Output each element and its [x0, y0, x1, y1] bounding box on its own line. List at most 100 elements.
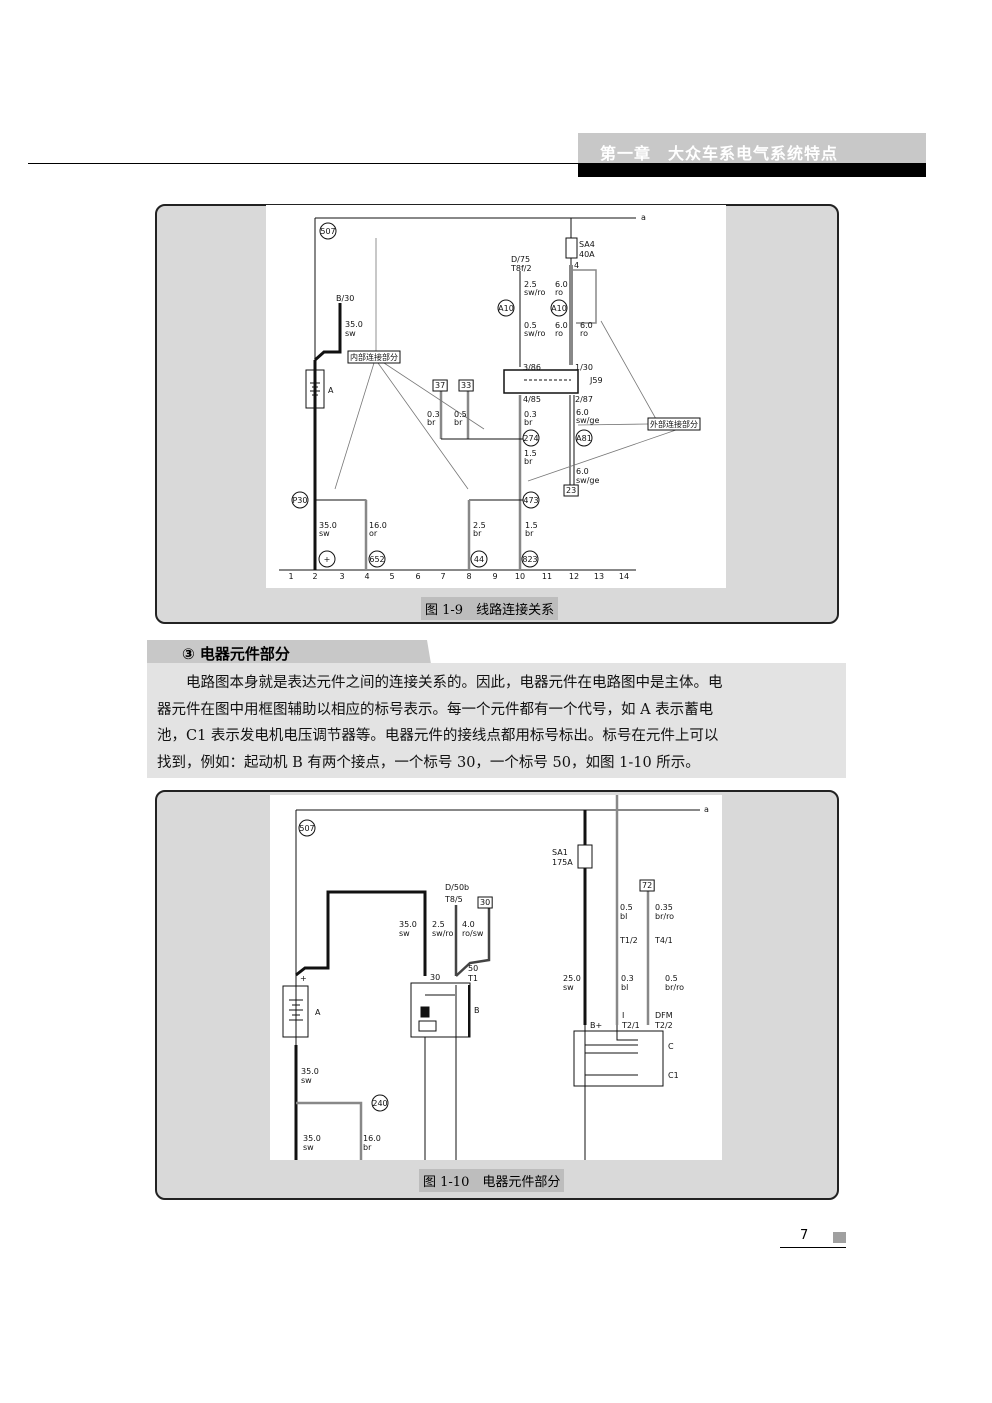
- wire-label: 1.5: [524, 449, 537, 458]
- grid-column-number: 10: [515, 572, 525, 581]
- wire-label: or: [369, 529, 378, 538]
- wire-label: T8f/2: [510, 264, 532, 273]
- terminal-box: [458, 379, 474, 392]
- connection-point-marker: [522, 429, 540, 447]
- wire-label: 40A: [579, 250, 595, 259]
- grid-column-number: 5: [389, 572, 394, 581]
- connection-point-label: A10: [498, 304, 514, 313]
- wire-label: 4: [574, 261, 579, 270]
- wire-label: 2.5: [524, 280, 537, 289]
- wire-label: sw: [563, 983, 574, 992]
- wire-label: br: [473, 529, 482, 538]
- wire-label: 6.0: [576, 408, 589, 417]
- terminal-box: [432, 379, 448, 392]
- wire-label: T2/1: [621, 1021, 640, 1030]
- wire-label: 0.3: [427, 410, 440, 419]
- wire-label: 0.5: [454, 410, 467, 419]
- wire-label: T4/1: [654, 936, 673, 945]
- terminal-box-label: 33: [461, 381, 471, 390]
- grid-column-number: 2: [312, 572, 317, 581]
- connection-point-marker: [550, 299, 568, 317]
- wire-label: br: [363, 1143, 372, 1152]
- connection-point-label: A10: [551, 304, 567, 313]
- wire-label: 3/86: [523, 363, 541, 372]
- wire-label: T1/2: [619, 936, 638, 945]
- wire-label: 0.5: [665, 974, 678, 983]
- wire-label: 0.35: [655, 903, 673, 912]
- connection-point-marker: [318, 550, 336, 568]
- wire-label: A: [328, 386, 334, 395]
- wire-label: sw/ro: [524, 329, 546, 338]
- wire-label: br/ro: [665, 983, 684, 992]
- wire-label: 35.0: [301, 1067, 319, 1076]
- terminal-box-label: 内部连接部分: [350, 352, 398, 362]
- wire-label: T1: [467, 974, 478, 983]
- grid-column-number: 6: [415, 572, 420, 581]
- header-band: [578, 133, 926, 163]
- connection-point-label: 507: [320, 227, 335, 236]
- wire-label: ro/sw: [462, 929, 484, 938]
- terminal-box-label: 30: [480, 898, 490, 907]
- terminal-box: [347, 350, 401, 364]
- wire-label: 35.0: [303, 1134, 321, 1143]
- paragraph-line: 器元件在图中用框图辅助以相应的标号表示。每一个元件都有一个代号，如 A 表示蓄电: [157, 701, 714, 718]
- paragraph-line: 电路图本身就是表达元件之间的连接关系的。因此，电器元件在电路图中是主体。电: [186, 675, 723, 691]
- wire-label: sw: [319, 529, 330, 538]
- connection-point-marker: [575, 429, 593, 447]
- wire-label: A: [315, 1008, 321, 1017]
- wire-label: 1/30: [575, 363, 593, 372]
- grid-column-number: 9: [492, 572, 497, 581]
- wire-label: br/ro: [655, 912, 674, 921]
- connection-point-label: 473: [523, 496, 538, 505]
- grid-column-number: 14: [619, 572, 629, 581]
- figure-1-caption: 图 1-9 线路连接关系: [421, 597, 559, 620]
- wire-label: br: [525, 529, 534, 538]
- figure-2-caption: 图 1-10 电器元件部分: [419, 1169, 565, 1192]
- wire-label: br: [427, 418, 436, 427]
- wire-label: ro: [555, 329, 563, 338]
- wire-label: sw/ro: [524, 288, 546, 297]
- wire-label: 30: [430, 973, 440, 982]
- grid-column-number: 1: [288, 572, 293, 581]
- wire-label: 4.0: [462, 920, 475, 929]
- wire-label: sw: [301, 1076, 312, 1085]
- connection-point-marker: [521, 550, 539, 568]
- grid-column-number: 8: [466, 572, 471, 581]
- terminal-box: [477, 896, 493, 909]
- wire-label: 6.0: [580, 321, 593, 330]
- wire-label: 2/87: [575, 395, 593, 404]
- grid-column-number: 4: [364, 572, 369, 581]
- wire-label: 2.5: [473, 521, 486, 530]
- wire-label: a: [704, 805, 709, 814]
- wire-label: 35.0: [319, 521, 337, 530]
- wire-label: br: [454, 418, 463, 427]
- wire-label: br: [524, 457, 533, 466]
- grid-column-number: 12: [569, 572, 579, 581]
- connection-point-label: A81: [576, 434, 592, 443]
- connection-point-label: P30: [292, 496, 307, 505]
- wire-label: T2/2: [654, 1021, 673, 1030]
- wire-label: sw/ge: [576, 416, 599, 425]
- grid-column-number: 7: [440, 572, 445, 581]
- wire-label: DFM: [655, 1011, 673, 1020]
- wire-label: 6.0: [555, 321, 568, 330]
- connection-point-label: 44: [474, 555, 484, 564]
- wire-label: 16.0: [369, 521, 387, 530]
- wire-label: I: [622, 1011, 624, 1020]
- connection-point-marker: [371, 1094, 389, 1112]
- terminal-box-label: 37: [435, 381, 445, 390]
- terminal-box: [563, 484, 579, 497]
- terminal-box-label: 23: [566, 486, 576, 495]
- wire-label: SA4: [579, 240, 595, 249]
- terminal-box: [639, 879, 655, 892]
- connection-point-marker: [368, 550, 386, 568]
- wire-label: 35.0: [345, 320, 363, 329]
- terminal-box-label: 72: [642, 881, 652, 890]
- wire-label: 0.5: [524, 321, 537, 330]
- page-number-marker: [833, 1232, 846, 1243]
- wire-label: J59: [589, 376, 603, 385]
- grid-column-number: 3: [339, 572, 344, 581]
